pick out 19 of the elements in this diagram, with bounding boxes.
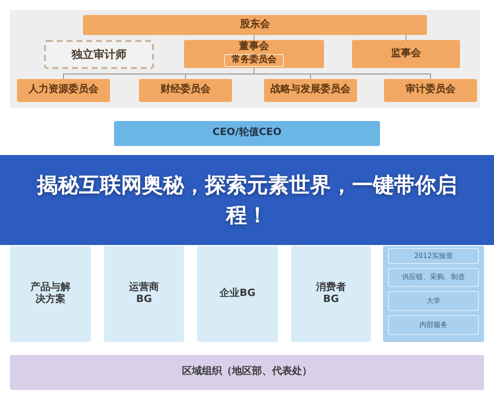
org-box: 运营商BG [104, 246, 184, 342]
org-box: CEO/轮值CEO [114, 121, 380, 146]
panel-box [383, 246, 484, 342]
box-label: 董事会 [239, 41, 269, 54]
org-box: 产品与解决方案 [10, 246, 91, 342]
org-box: 区域组织（地区部、代表处） [10, 355, 484, 390]
connector-line [254, 68, 431, 80]
org-box: 股东会 [83, 15, 427, 35]
org-box: 消费者BG [291, 246, 371, 342]
org-box [184, 40, 324, 68]
org-box: 企业BG [197, 246, 278, 342]
org-box: 战略与发展委员会 [264, 79, 357, 102]
org-box: 常务委员会 [224, 54, 284, 67]
org-box: 人力资源委员会 [17, 79, 110, 102]
org-box: 监事会 [352, 40, 460, 68]
title: 揭秘互联网奥秘，探索元素世界，一键带你启程！ [36, 172, 458, 229]
org-box: 审计委员会 [384, 79, 477, 102]
org-box: 财经委员会 [139, 79, 232, 102]
dashed-box: 独立审计师 [44, 40, 154, 69]
